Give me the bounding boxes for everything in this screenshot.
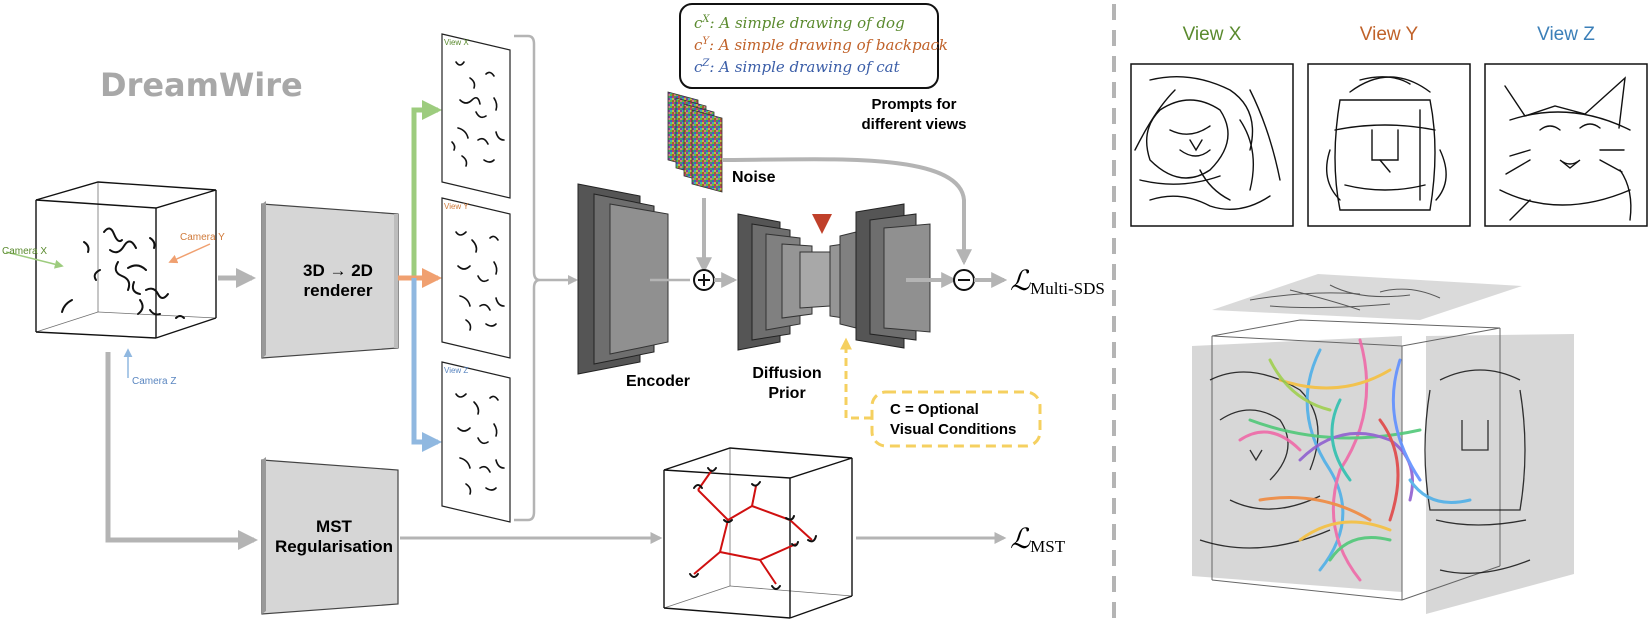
mst-graph-cube [663,447,853,619]
camera-x-label: Camera X [2,246,47,257]
encoder-label: Encoder [626,373,690,390]
rendered-view-z: View Z [441,361,511,523]
loss-multi-sds: ℒMulti-SDS [1010,266,1105,298]
arrow-renderer-to-view-x [398,100,442,281]
input-wire-cube: Camera X Camera Y Camera Z [2,181,225,387]
prompts-caption-line1: Prompts for [871,96,956,113]
mst-label-line1: MST [316,517,353,536]
rendered-view-y-label: View Y [444,202,469,211]
rendered-view-x: View X [441,33,511,199]
arrow-noise-to-minus [721,157,972,266]
right-view-z-label: View Z [1537,24,1595,45]
diffusion-label-line1: Diffusion [752,365,821,382]
right-view-x-label: View X [1183,24,1242,45]
mst-block: MST Regularisation [261,457,399,615]
prompt-box: cX: A simple drawing of dog cY: A simple… [679,3,948,89]
renderer-label-line2: renderer [304,281,373,300]
noise-label: Noise [732,169,776,186]
encoder-block: Encoder [577,183,690,390]
diffusion-prior-block: Diffusion Prior [737,203,931,402]
loss-mst: ℒMST [1010,524,1066,556]
views-bracket [514,34,541,522]
prompts-caption-line2: different views [861,116,966,133]
right-view-x-sketch [1130,63,1294,227]
result-wire-cube [1192,274,1574,614]
plus-operator [693,269,715,291]
renderer-label-line1: 3D → 2D [303,261,373,280]
right-view-y-sketch [1307,63,1471,227]
diffusion-label-line2: Prior [768,385,805,402]
right-view-y-label: View Y [1360,24,1419,45]
diagram-title: DreamWire [100,66,303,104]
prompt-x: cX: A simple drawing of dog [694,14,905,32]
right-view-z-sketch [1484,63,1648,227]
visual-conditions-box: C = Optional Visual Conditions [870,390,1042,448]
arrow-cube-to-mst [105,352,258,550]
rendered-view-y: View Y [441,197,511,359]
prompt-y: cY: A simple drawing of backpack [694,36,948,54]
conditions-line2: Visual Conditions [890,421,1016,438]
noise-images [667,91,723,193]
prompt-z: cZ: A simple drawing of cat [694,58,901,76]
mst-label-line2: Regularisation [275,537,393,556]
arrow-conditions-to-diffusion [840,337,872,420]
camera-y-label: Camera Y [180,232,225,243]
arrow-renderer-to-view-z [411,278,442,452]
conditions-line1: C = Optional [890,401,979,418]
camera-z-label: Camera Z [132,376,176,387]
renderer-block: 3D → 2D renderer [261,201,399,359]
rendered-view-x-label: View X [444,38,469,47]
rendered-view-z-label: View Z [444,366,468,375]
minus-operator [953,269,975,291]
